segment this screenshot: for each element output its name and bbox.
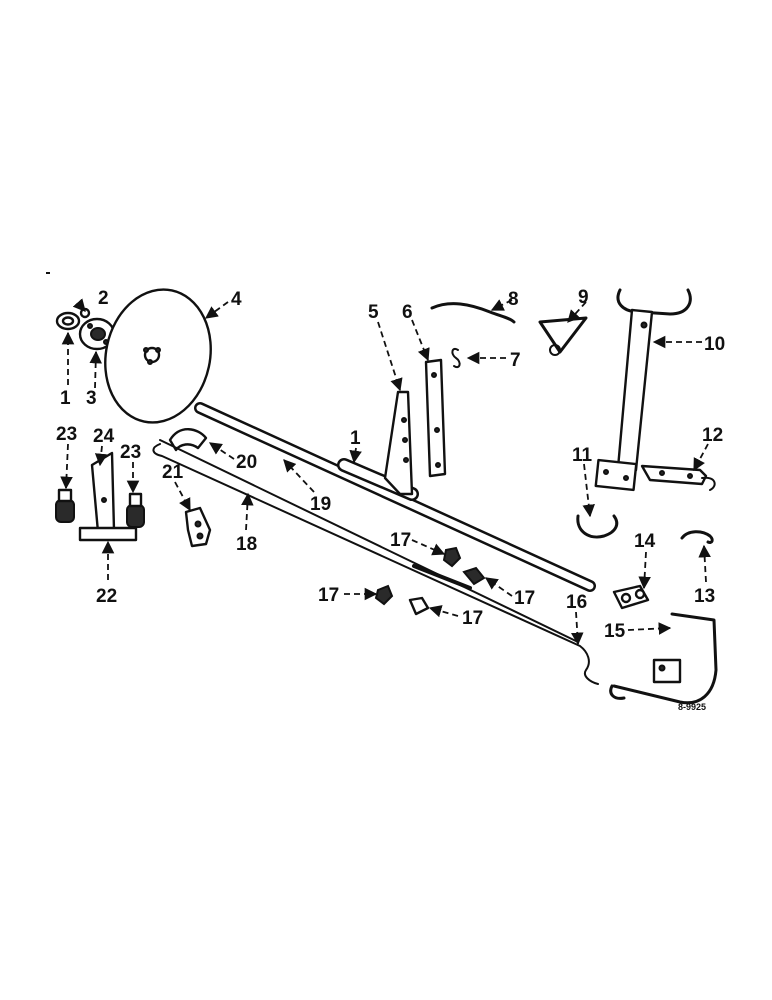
part-23-bolt-left (55, 488, 75, 523)
part-12-plate (640, 464, 716, 491)
callout-23-right: 23 (120, 442, 141, 463)
callout-3: 3 (86, 388, 97, 409)
part-short-rod (412, 564, 472, 590)
callout-10: 10 (704, 334, 725, 355)
part-19-rod (194, 402, 596, 592)
callout-8: 8 (508, 289, 519, 310)
callout-2: 2 (98, 288, 109, 309)
part-17-clamp-d (408, 596, 430, 616)
callout-11: 11 (572, 445, 593, 466)
part-8-wire (430, 302, 516, 324)
part-15-frame (609, 612, 718, 705)
callout-17-b: 17 (514, 588, 535, 609)
part-20-clamp (168, 428, 208, 452)
part-17-clamp-b (462, 566, 486, 586)
part-6-strap (424, 358, 447, 478)
part-21-bracket (184, 506, 212, 548)
callout-9: 9 (578, 287, 589, 308)
callout-15: 15 (604, 621, 626, 642)
part-23-bolt-right (126, 492, 145, 528)
callout-5: 5 (368, 302, 379, 323)
part-14-clamp (612, 584, 650, 610)
part-9-clip (538, 316, 588, 356)
callout-13: 13 (694, 586, 715, 607)
part-4-disc (104, 288, 212, 424)
part-24-scraper (90, 451, 116, 534)
part-5-standard (383, 390, 414, 496)
callouts: 1 2 3 4 23 24 23 22 21 20 19 18 1 5 6 7 … (56, 287, 725, 712)
callout-17-c: 17 (318, 585, 339, 606)
part-10-upright (594, 288, 692, 492)
callout-7: 7 (510, 350, 521, 371)
callout-17-a: 17 (390, 530, 411, 551)
callout-16: 16 (566, 592, 587, 613)
part-3-hub (78, 317, 116, 351)
callout-1: 1 (60, 388, 71, 409)
part-17-clamp-c (374, 584, 394, 606)
callout-21: 21 (162, 462, 184, 483)
part-1-ring (55, 311, 81, 331)
stray-mark (46, 272, 50, 274)
callout-20: 20 (236, 452, 257, 473)
callout-17-d: 17 (462, 608, 483, 629)
callout-18: 18 (236, 534, 257, 555)
part-11-u-bolt (576, 514, 619, 539)
leaders (60, 298, 711, 646)
callout-22: 22 (96, 586, 117, 607)
callout-12: 12 (702, 425, 723, 446)
callout-6: 6 (402, 302, 413, 323)
callout-19: 19 (310, 494, 331, 515)
part-7-s-hook (451, 348, 461, 368)
part-17-clamp-a (442, 546, 462, 568)
callout-1-rod: 1 (350, 428, 361, 449)
part-22-bar (78, 526, 138, 542)
part-13-u-clip (680, 530, 714, 544)
callout-23-left: 23 (56, 424, 77, 445)
callout-24: 24 (93, 426, 115, 447)
part-18-rod (152, 439, 599, 685)
callout-14: 14 (634, 531, 656, 552)
callout-4: 4 (231, 289, 242, 310)
drawing-code: 8-9925 (678, 702, 706, 712)
